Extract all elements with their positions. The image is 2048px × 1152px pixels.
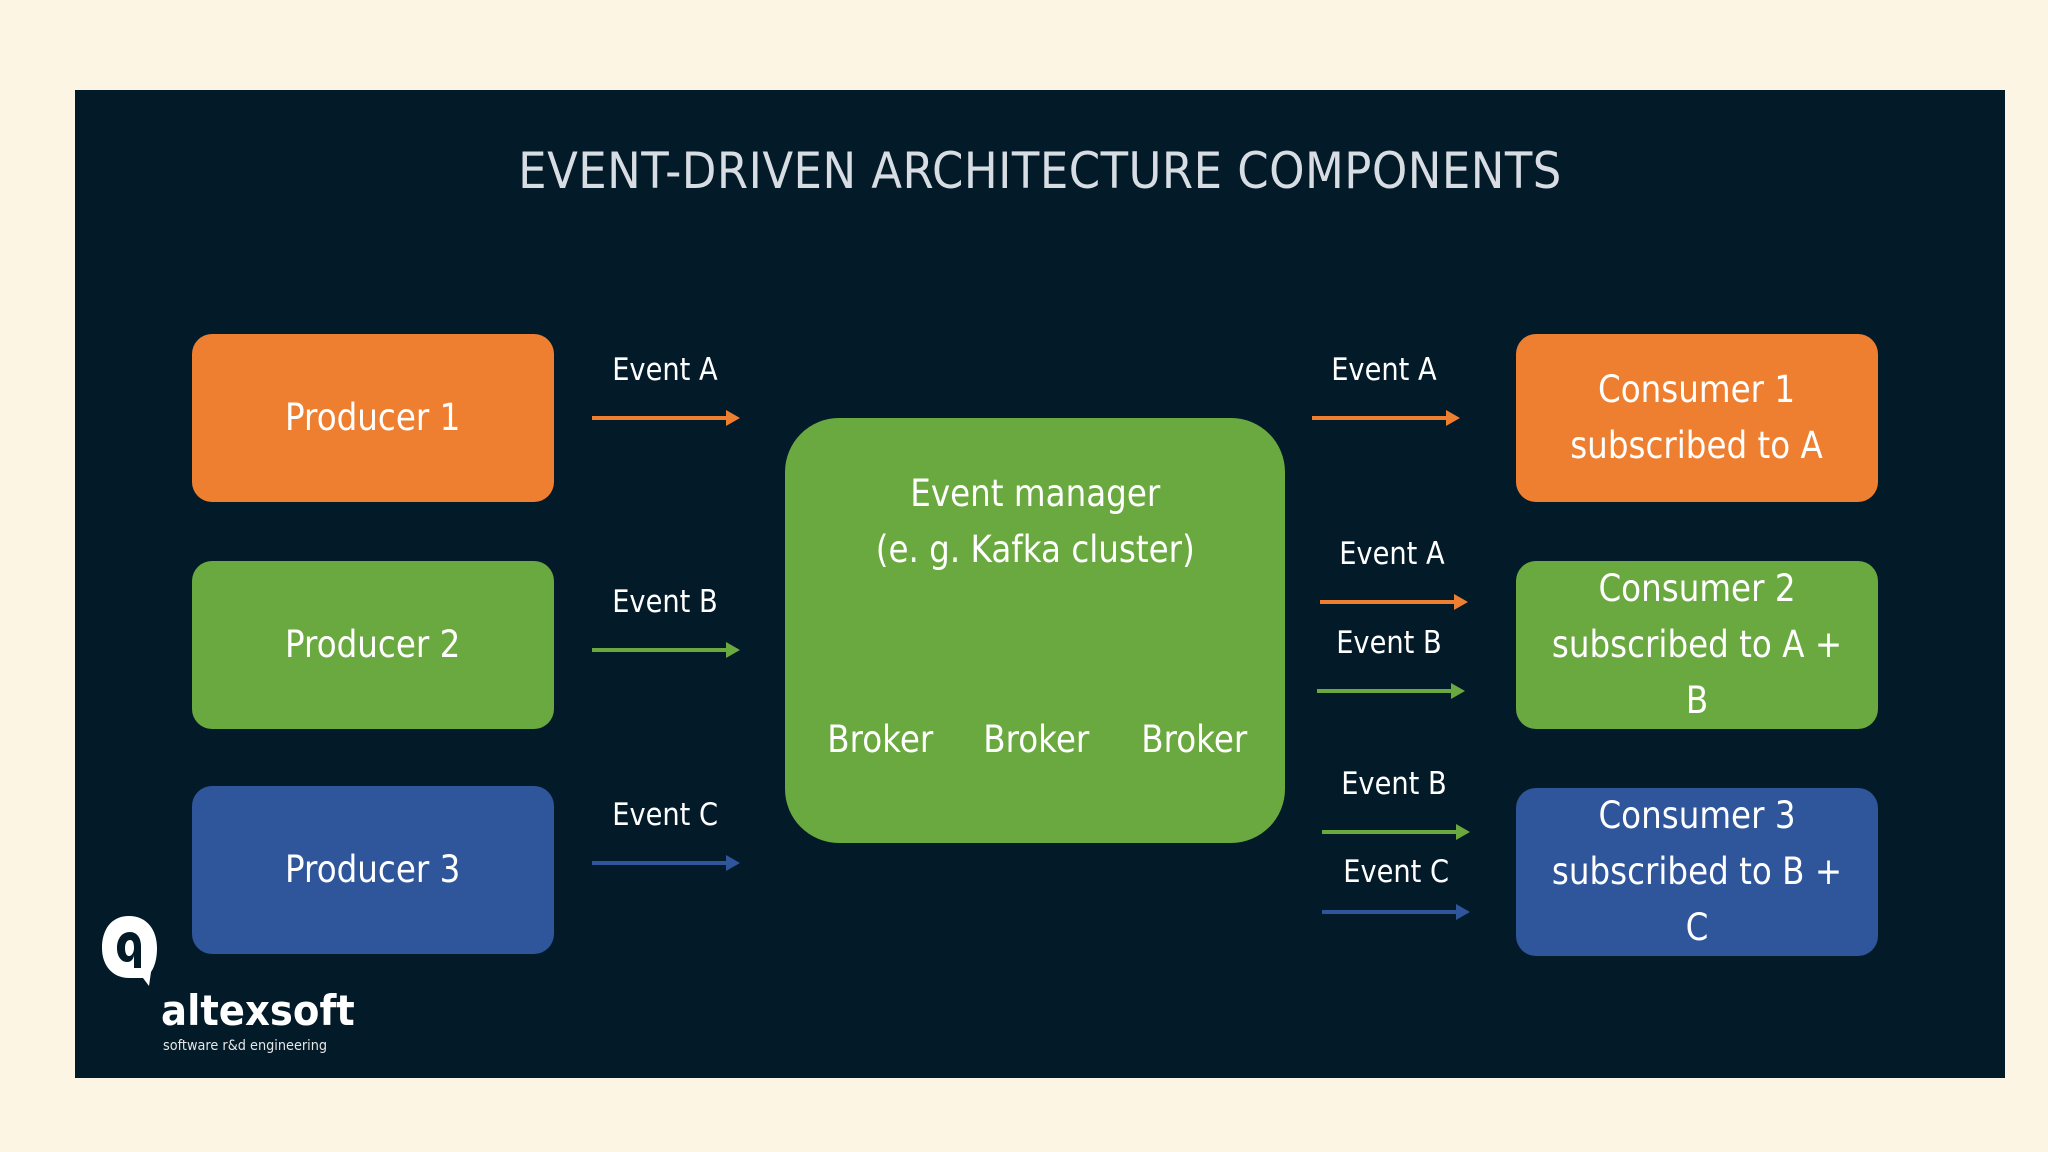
consumer-3-box: Consumer 3 subscribed to B + C (1516, 788, 1878, 956)
consumer-arrow-a (1312, 410, 1460, 426)
producer-1-box: Producer 1 (192, 334, 554, 502)
altexsoft-logo: altexsoft software r&d engineering (99, 912, 359, 1062)
consumer-1-box: Consumer 1 subscribed to A (1516, 334, 1878, 502)
producer-event-label: Event B (612, 584, 718, 620)
consumer-event-label: Event C (1343, 854, 1449, 890)
logo-tagline: software r&d engineering (163, 1038, 328, 1054)
event-manager-box: Event manager (e. g. Kafka cluster) Brok… (785, 418, 1285, 843)
logo-name: altexsoft (161, 986, 355, 1035)
producer-2-box: Producer 2 (192, 561, 554, 729)
consumer-arrow-c (1322, 904, 1470, 920)
producer-3-box: Producer 3 (192, 786, 554, 954)
consumer-event-label: Event B (1336, 625, 1442, 661)
producer-event-label: Event C (612, 797, 718, 833)
producer-arrow-a (592, 410, 740, 426)
consumer-2-box: Consumer 2 subscribed to A + B (1516, 561, 1878, 729)
broker-label: Broker (1140, 718, 1248, 761)
consumer-event-label: Event B (1341, 766, 1447, 802)
consumer-event-label: Event A (1339, 536, 1445, 572)
broker-label: Broker (826, 718, 934, 761)
producer-arrow-c (592, 855, 740, 871)
producer-arrow-b (592, 642, 740, 658)
diagram-title: EVENT-DRIVEN ARCHITECTURE COMPONENTS (518, 142, 1562, 200)
altexsoft-logo-icon (102, 916, 157, 986)
event-manager-title: Event manager (e. g. Kafka cluster) (875, 472, 1195, 571)
consumer-arrow-b (1322, 824, 1470, 840)
consumer-arrow-a (1320, 594, 1468, 610)
producer-event-label: Event A (612, 352, 718, 388)
consumer-event-label: Event A (1331, 352, 1437, 388)
broker-label: Broker (982, 718, 1090, 761)
consumer-arrow-b (1317, 683, 1465, 699)
diagram-panel: EVENT-DRIVEN ARCHITECTURE COMPONENTS Pro… (75, 90, 2005, 1078)
